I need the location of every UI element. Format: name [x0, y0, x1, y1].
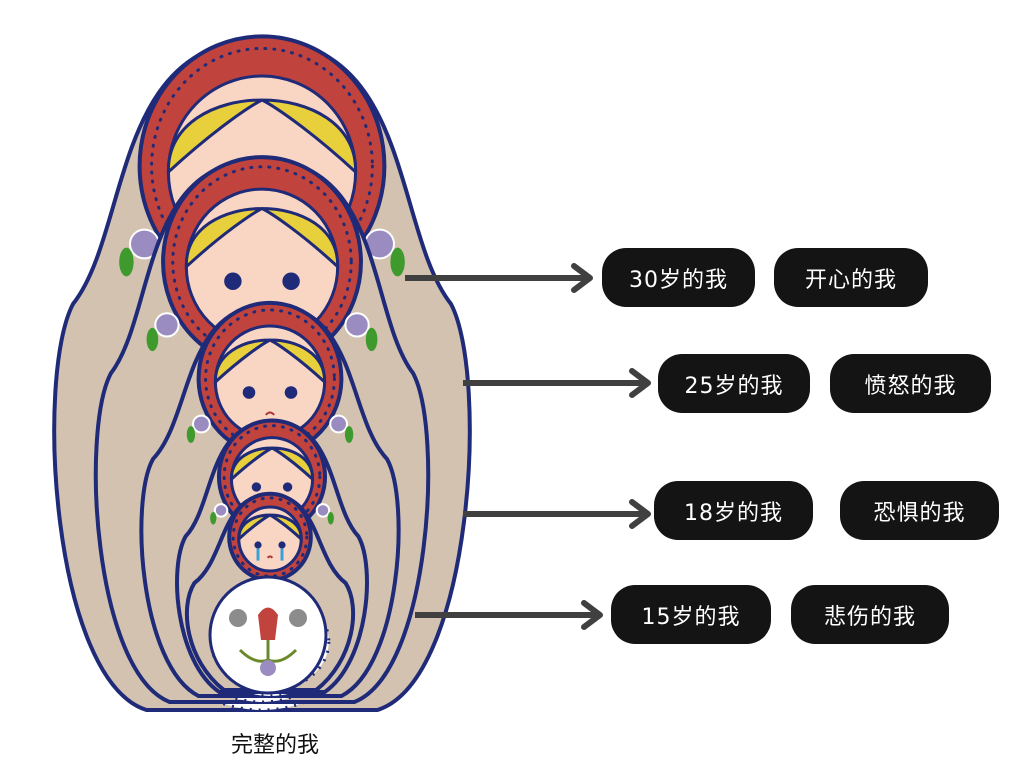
leaf-icon — [344, 426, 354, 443]
doll-hair — [213, 338, 327, 386]
eye-icon — [284, 386, 298, 399]
mouth-icon — [266, 555, 274, 559]
eye-icon — [254, 541, 262, 549]
mouth-icon — [265, 411, 275, 416]
arrow-head-icon — [571, 263, 593, 293]
doll-hair — [229, 446, 315, 483]
doll-hood-dots — [222, 424, 322, 530]
flower-icon — [329, 414, 349, 434]
eye-icon — [251, 482, 262, 492]
arrow-head-icon — [629, 368, 651, 398]
leaf-icon — [229, 609, 247, 627]
eye-icon — [278, 541, 286, 549]
age-label-25: 25岁的我 — [658, 354, 810, 413]
leaf-icon — [146, 327, 159, 352]
arrow-3 — [463, 499, 651, 529]
leaf-icon — [119, 247, 134, 277]
flower-icon — [213, 503, 229, 518]
flower-icon — [192, 414, 211, 434]
doll-hair — [166, 98, 358, 176]
tulip-medallion — [208, 575, 328, 695]
emotion-label-fear: 恐惧的我 — [840, 481, 999, 540]
tulip-icon — [258, 607, 278, 640]
doll-hood-dots — [231, 496, 309, 578]
eye-icon — [282, 482, 293, 492]
leaf-icon — [186, 426, 196, 443]
leaf-icon — [210, 511, 217, 525]
leaf-icon — [327, 511, 334, 525]
flower-icon — [260, 660, 276, 676]
emotion-label-angry: 愤怒的我 — [830, 354, 991, 413]
eye-icon — [224, 272, 242, 290]
age-label-15: 15岁的我 — [611, 585, 771, 644]
doll-hood-dots — [204, 308, 336, 449]
emotion-label-sad: 悲伤的我 — [791, 585, 949, 644]
eye-icon — [282, 272, 300, 290]
doll-hair — [237, 513, 303, 543]
emotion-label-happy: 开心的我 — [774, 248, 928, 307]
flower-icon — [154, 312, 180, 338]
flower-icon — [344, 312, 370, 338]
leaf-icon — [365, 327, 378, 352]
whole-me-caption: 完整的我 — [230, 733, 319, 758]
arrow-head-icon — [629, 499, 651, 529]
arrow-2 — [463, 368, 651, 398]
flower-icon — [315, 503, 331, 518]
arrow-1 — [405, 263, 593, 293]
leaf-icon — [289, 609, 307, 627]
arrow-4 — [415, 600, 603, 630]
leaf-icon — [390, 247, 405, 277]
doll-hair — [184, 206, 340, 271]
arrow-head-icon — [581, 600, 603, 630]
eye-icon — [242, 386, 256, 399]
age-label-30: 30岁的我 — [602, 248, 755, 307]
age-label-18: 18岁的我 — [654, 481, 813, 540]
